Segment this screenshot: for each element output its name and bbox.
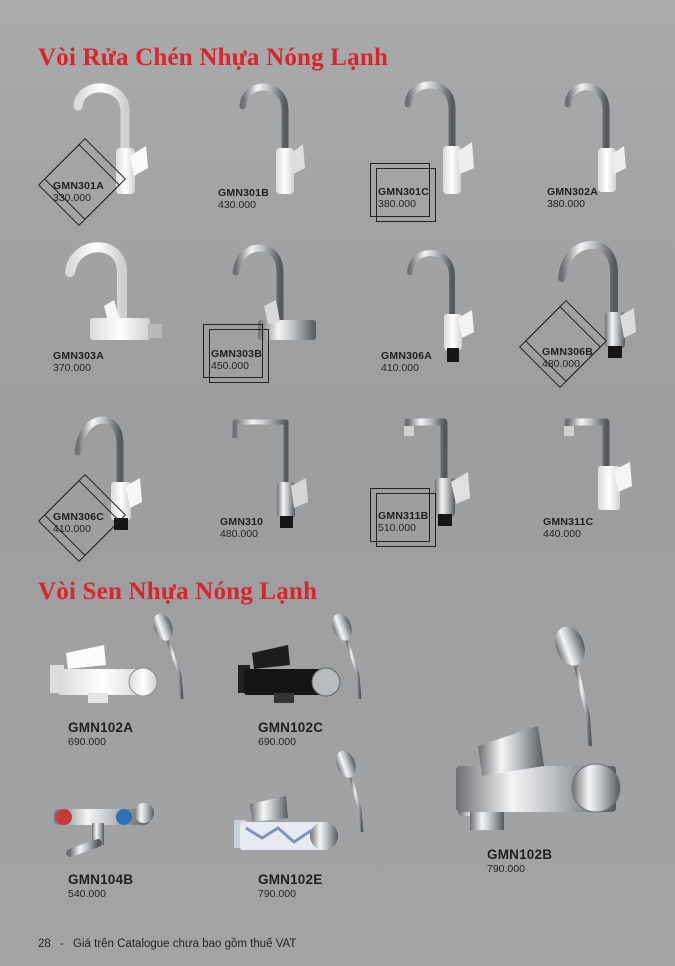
product-code: GMN301C [378, 186, 429, 198]
square-frame [370, 163, 430, 217]
product-price: 690.000 [258, 736, 296, 748]
product-gmn303b: GMN303B 450.000 [211, 348, 262, 372]
product-price: 510.000 [378, 522, 416, 534]
product-code: GMN303A [53, 350, 104, 362]
product-gmn301c: GMN301C 380.000 [378, 186, 429, 210]
shower-gmn102c-image [238, 613, 362, 703]
product-code: GMN311C [543, 516, 594, 528]
product-code: GMN102A [68, 720, 134, 735]
product-price: 410.000 [53, 523, 91, 535]
product-price: 410.000 [381, 362, 419, 374]
product-gmn303a: GMN303A 370.000 [53, 350, 104, 374]
product-gmn306c: GMN306C 410.000 [53, 511, 104, 535]
product-code: GMN303B [211, 348, 262, 360]
product-gmn102e: GMN102E 790.000 [258, 872, 322, 901]
faucet-gmn303b-image [232, 244, 316, 340]
product-code: GMN102E [258, 872, 323, 887]
faucet-gmn301b-image [239, 83, 305, 194]
product-price: 480.000 [542, 358, 580, 370]
faucet-gmn310-image [232, 419, 308, 528]
product-code: GMN306A [381, 350, 432, 362]
product-gmn310: GMN310 480.000 [220, 516, 263, 540]
faucet-gmn311c-image [564, 418, 632, 510]
page-number: 28 [38, 938, 51, 950]
vat-note: Giá trên Catalogue chưa bao gồm thuế VAT [73, 938, 297, 950]
product-price: 430.000 [218, 199, 256, 211]
shower-gmn102a-image [50, 613, 184, 703]
shower-gmn102b-image [456, 626, 621, 830]
product-gmn104b: GMN104B 540.000 [68, 872, 133, 901]
product-price: 790.000 [258, 888, 296, 900]
shower-section-title: Vòi Sen Nhựa Nóng Lạnh [38, 578, 318, 605]
product-gmn311c: GMN311C 440.000 [543, 516, 593, 540]
product-code: GMN102C [258, 720, 324, 735]
square-frame [209, 329, 269, 383]
product-code: GMN306C [53, 511, 104, 523]
product-gmn302a: GMN302A 380.000 [547, 186, 598, 210]
product-price: 370.000 [53, 362, 91, 374]
shower-gmn102e-image [234, 750, 364, 850]
faucet-gmn301a-image [73, 83, 148, 194]
product-price: 450.000 [211, 360, 249, 372]
square-frame [376, 493, 436, 547]
faucet-gmn301c-image [404, 81, 474, 194]
product-gmn301b: GMN301B 430.000 [218, 187, 269, 211]
faucet-gmn311b-image [404, 418, 470, 526]
product-gmn102a: GMN102A 690.000 [68, 720, 133, 749]
product-gmn306a: GMN306A 410.000 [381, 350, 432, 374]
product-code: GMN306B [542, 346, 593, 358]
product-price: 790.000 [487, 863, 525, 875]
product-price: 480.000 [220, 528, 258, 540]
footer-separator: - [60, 938, 64, 950]
product-code: GMN301A [53, 180, 104, 192]
product-code: GMN102B [487, 847, 553, 862]
product-code: GMN301B [218, 187, 269, 199]
faucet-gmn302a-image [564, 83, 626, 192]
square-frame [203, 324, 263, 378]
product-price: 540.000 [68, 888, 106, 900]
product-price: 440.000 [543, 528, 581, 540]
faucet-gmn306a-image [407, 250, 474, 362]
square-frame [376, 168, 436, 222]
shower-gmn104b-image [54, 803, 154, 857]
product-code: GMN311B [378, 510, 429, 522]
product-price: 380.000 [378, 198, 416, 210]
product-code: GMN310 [220, 516, 264, 528]
faucet-gmn306b-image [558, 241, 636, 358]
product-code: GMN104B [68, 872, 134, 887]
product-gmn102b: GMN102B 790.000 [487, 847, 552, 876]
product-code: GMN302A [547, 186, 598, 198]
faucet-gmn303a-image [65, 242, 162, 340]
product-gmn306b: GMN306B 480.000 [542, 346, 593, 370]
page-footer: 28 - Giá trên Catalogue chưa bao gồm thu… [38, 938, 296, 950]
product-gmn311b: GMN311B 510.000 [378, 510, 428, 534]
square-frame [370, 488, 430, 542]
kitchen-section-title: Vòi Rửa Chén Nhựa Nóng Lạnh [38, 44, 389, 71]
product-price: 690.000 [68, 736, 106, 748]
product-gmn301a: GMN301A 330.000 [53, 180, 104, 204]
product-gmn102c: GMN102C 690.000 [258, 720, 323, 749]
product-price: 330.000 [53, 192, 91, 204]
product-price: 380.000 [547, 198, 585, 210]
faucet-gmn306c-image [74, 416, 142, 530]
